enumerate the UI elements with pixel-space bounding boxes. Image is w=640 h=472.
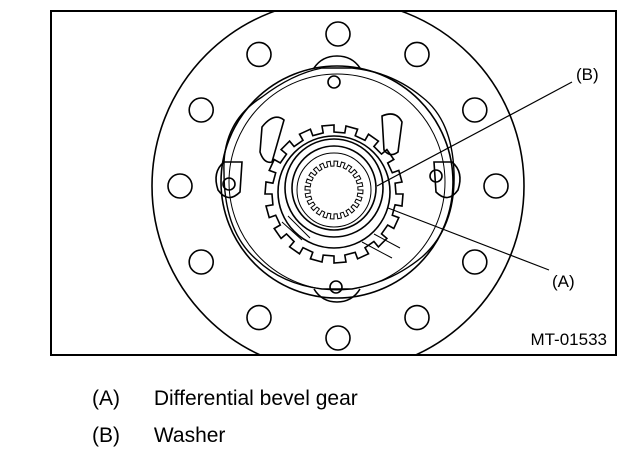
right-ear xyxy=(433,161,461,199)
bolt-holes xyxy=(167,21,509,351)
bolt-hole xyxy=(325,325,351,351)
callout-a-label: (A) xyxy=(552,272,575,291)
spline-teeth xyxy=(304,160,364,220)
top-ear xyxy=(313,55,361,69)
bolt-hole xyxy=(404,304,430,331)
bolt-hole xyxy=(325,21,351,47)
bolt-hole xyxy=(483,173,509,199)
legend-key-a: (A) xyxy=(92,387,120,410)
washer-outer xyxy=(284,138,384,238)
bolt-hole xyxy=(188,97,214,123)
window-right xyxy=(381,113,403,156)
spline-outline xyxy=(304,160,364,220)
leader-line-b xyxy=(376,81,573,187)
figure-frame: (B) (A) MT-01533 xyxy=(50,10,617,356)
callout-b-label: (B) xyxy=(576,65,599,84)
bolt-hole xyxy=(404,41,430,68)
case-inner-ring-2 xyxy=(228,73,446,291)
left-ear-hole xyxy=(222,177,236,191)
bolt-hole xyxy=(246,304,272,331)
bevel-gear-body xyxy=(277,135,391,249)
differential-case-illustration xyxy=(151,12,573,354)
legend-row-b: (B) Washer xyxy=(92,423,225,449)
bevel-gear-teeth xyxy=(264,124,404,264)
housing-body xyxy=(223,67,455,290)
legend-key-b: (B) xyxy=(92,424,120,447)
case-inner-ring xyxy=(220,65,454,299)
bolt-hole xyxy=(461,249,488,275)
window-left xyxy=(259,116,285,164)
legend-row-a: (A) Differential bevel gear xyxy=(92,386,358,412)
gear-tooth-outline xyxy=(264,124,404,264)
bore-outer xyxy=(296,152,372,228)
top-ear-hole xyxy=(327,75,341,89)
legend-text-a: Differential bevel gear xyxy=(153,387,358,410)
bolt-hole xyxy=(246,41,272,68)
bottom-ear xyxy=(313,288,361,303)
flange-outer-edge xyxy=(151,12,525,354)
left-ear xyxy=(215,161,243,199)
washer-inner xyxy=(291,145,377,231)
legend-text-b: Washer xyxy=(153,424,226,447)
leader-line-a xyxy=(387,207,550,271)
figure-code: MT-01533 xyxy=(530,330,607,349)
bolt-hole xyxy=(188,249,214,275)
right-ear-hole xyxy=(429,169,443,183)
bolt-hole xyxy=(461,97,488,123)
bottom-ear-hole xyxy=(329,280,343,294)
bolt-hole xyxy=(167,173,193,199)
